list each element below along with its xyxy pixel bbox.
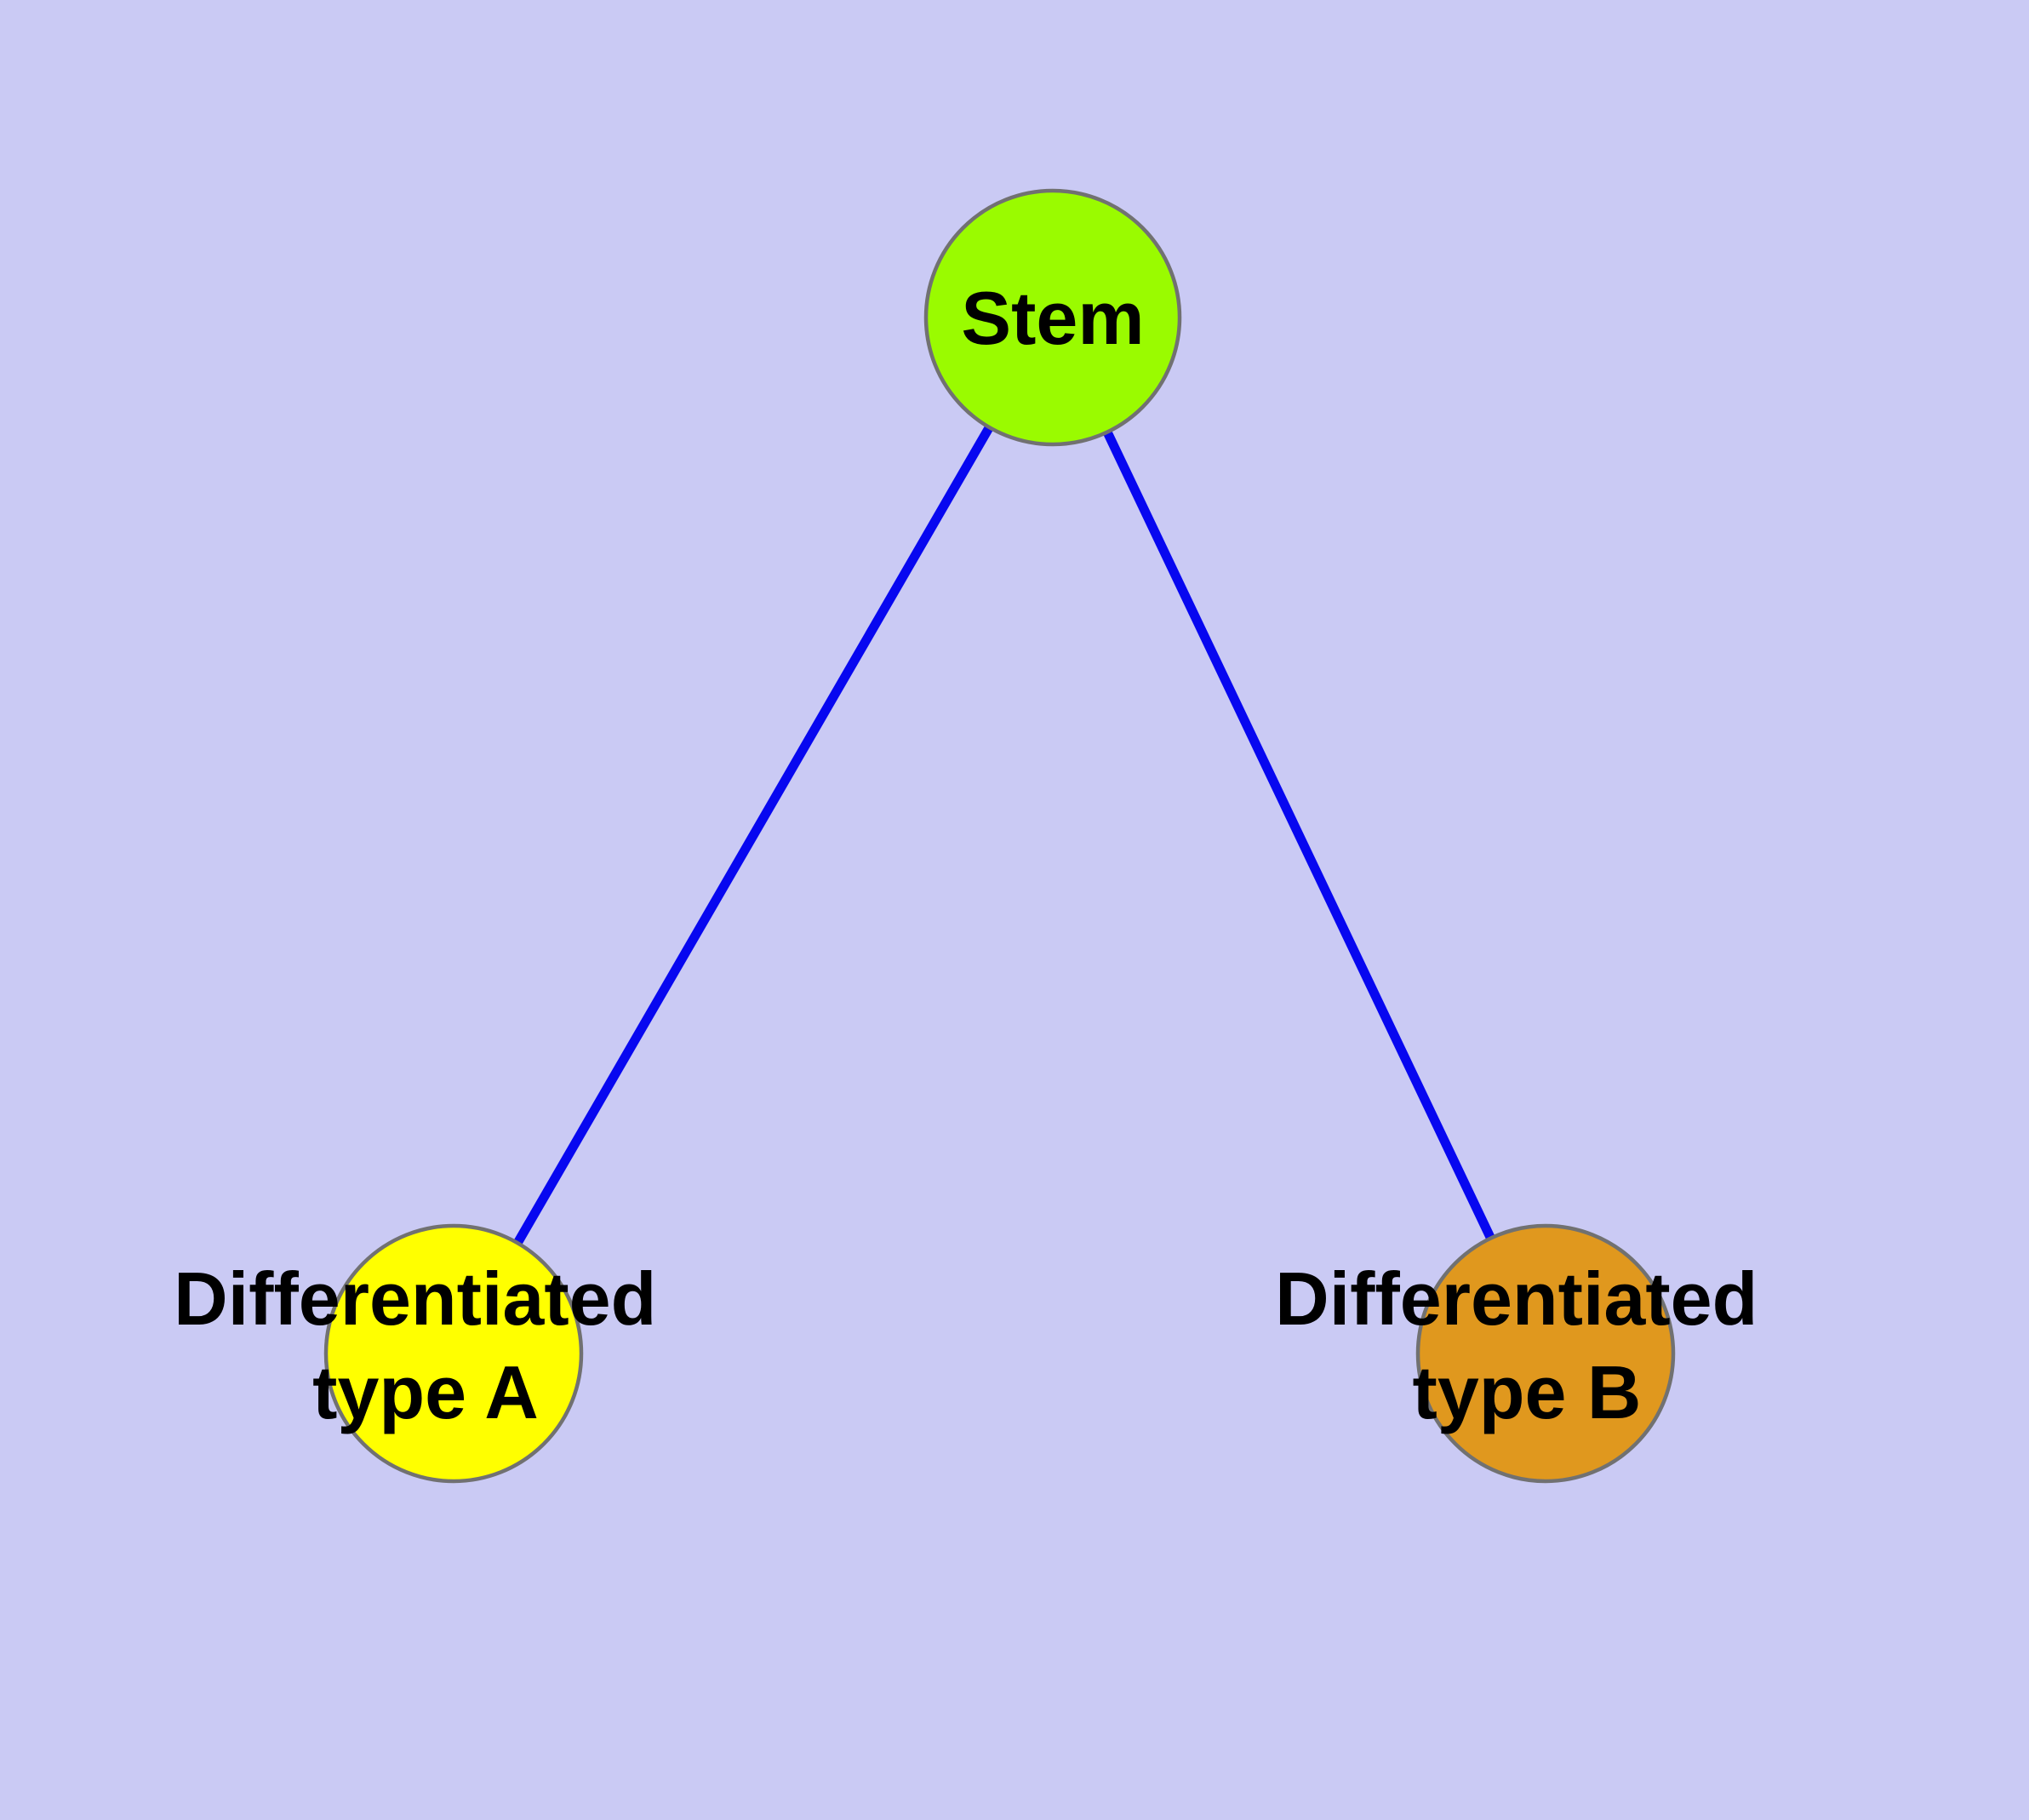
node-stem-circle bbox=[923, 188, 1182, 447]
node-type-b-label-line1: Differentiated bbox=[1275, 1256, 1758, 1341]
node-type-b: Differentiated type B bbox=[1275, 1223, 1779, 1484]
node-type-a-label-line2: type A bbox=[312, 1350, 539, 1434]
node-type-a-circle bbox=[323, 1223, 584, 1484]
edge-stem-to-type-b bbox=[1049, 315, 1550, 1356]
node-type-a-label: Differentiated type A bbox=[174, 1256, 677, 1434]
node-type-b-label: Differentiated type B bbox=[1275, 1256, 1779, 1434]
node-stem-label: Stem bbox=[961, 276, 1144, 360]
node-type-a-label-line1: Differentiated bbox=[174, 1256, 656, 1341]
edge-stem-to-type-a bbox=[449, 315, 1057, 1356]
node-type-b-circle bbox=[1415, 1223, 1676, 1484]
node-type-b-label-line2: type B bbox=[1413, 1350, 1642, 1434]
node-type-a: Differentiated type A bbox=[174, 1223, 677, 1484]
node-stem: Stem bbox=[923, 188, 1182, 447]
